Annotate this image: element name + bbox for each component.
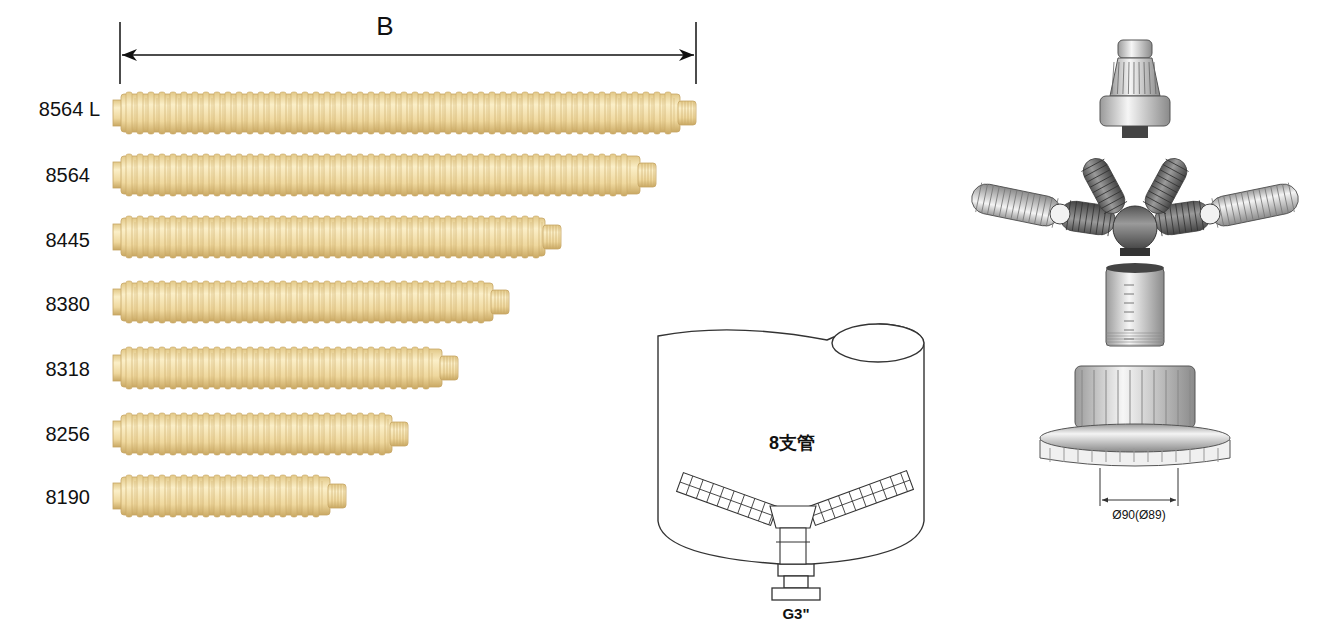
tank-outlet	[772, 562, 820, 600]
lateral-tube	[1207, 181, 1301, 228]
lateral-pipe	[113, 413, 408, 455]
model-number: 8564	[46, 164, 91, 186]
node-label: 8支管	[769, 434, 815, 454]
lateral-pipe	[113, 216, 561, 258]
model-number: 8318	[46, 358, 91, 380]
model-number: 8380	[46, 293, 91, 315]
hub-assembly	[969, 154, 1301, 256]
inner-laterals	[677, 471, 914, 564]
lateral-pipes	[113, 92, 696, 517]
lateral-pipe	[113, 154, 656, 196]
pipe-nipple	[1106, 263, 1164, 346]
model-number: 8445	[46, 229, 91, 251]
model-number: 8190	[46, 486, 91, 508]
lateral-tube	[1079, 154, 1130, 218]
lateral-pipe	[113, 475, 346, 517]
lateral-pipe	[113, 92, 696, 134]
tank-adapter-base	[1040, 366, 1230, 466]
dimension-b	[120, 22, 696, 84]
dimension-label: B	[376, 12, 393, 41]
thread-size: G3"	[782, 606, 809, 623]
lateral-tube	[1141, 154, 1192, 218]
lateral-pipe	[113, 347, 458, 389]
model-number: 8564 L	[39, 98, 100, 120]
dimension-label: Ø90(Ø89)	[1112, 509, 1165, 522]
lateral-pipe	[113, 281, 509, 323]
lateral-tube	[969, 181, 1063, 228]
nozzle-cap	[1100, 40, 1170, 138]
model-number: 8256	[46, 423, 91, 445]
exploded-distributor	[969, 40, 1301, 466]
dimension-diameter	[1100, 468, 1178, 506]
tank-outline: 8支管	[652, 316, 932, 568]
